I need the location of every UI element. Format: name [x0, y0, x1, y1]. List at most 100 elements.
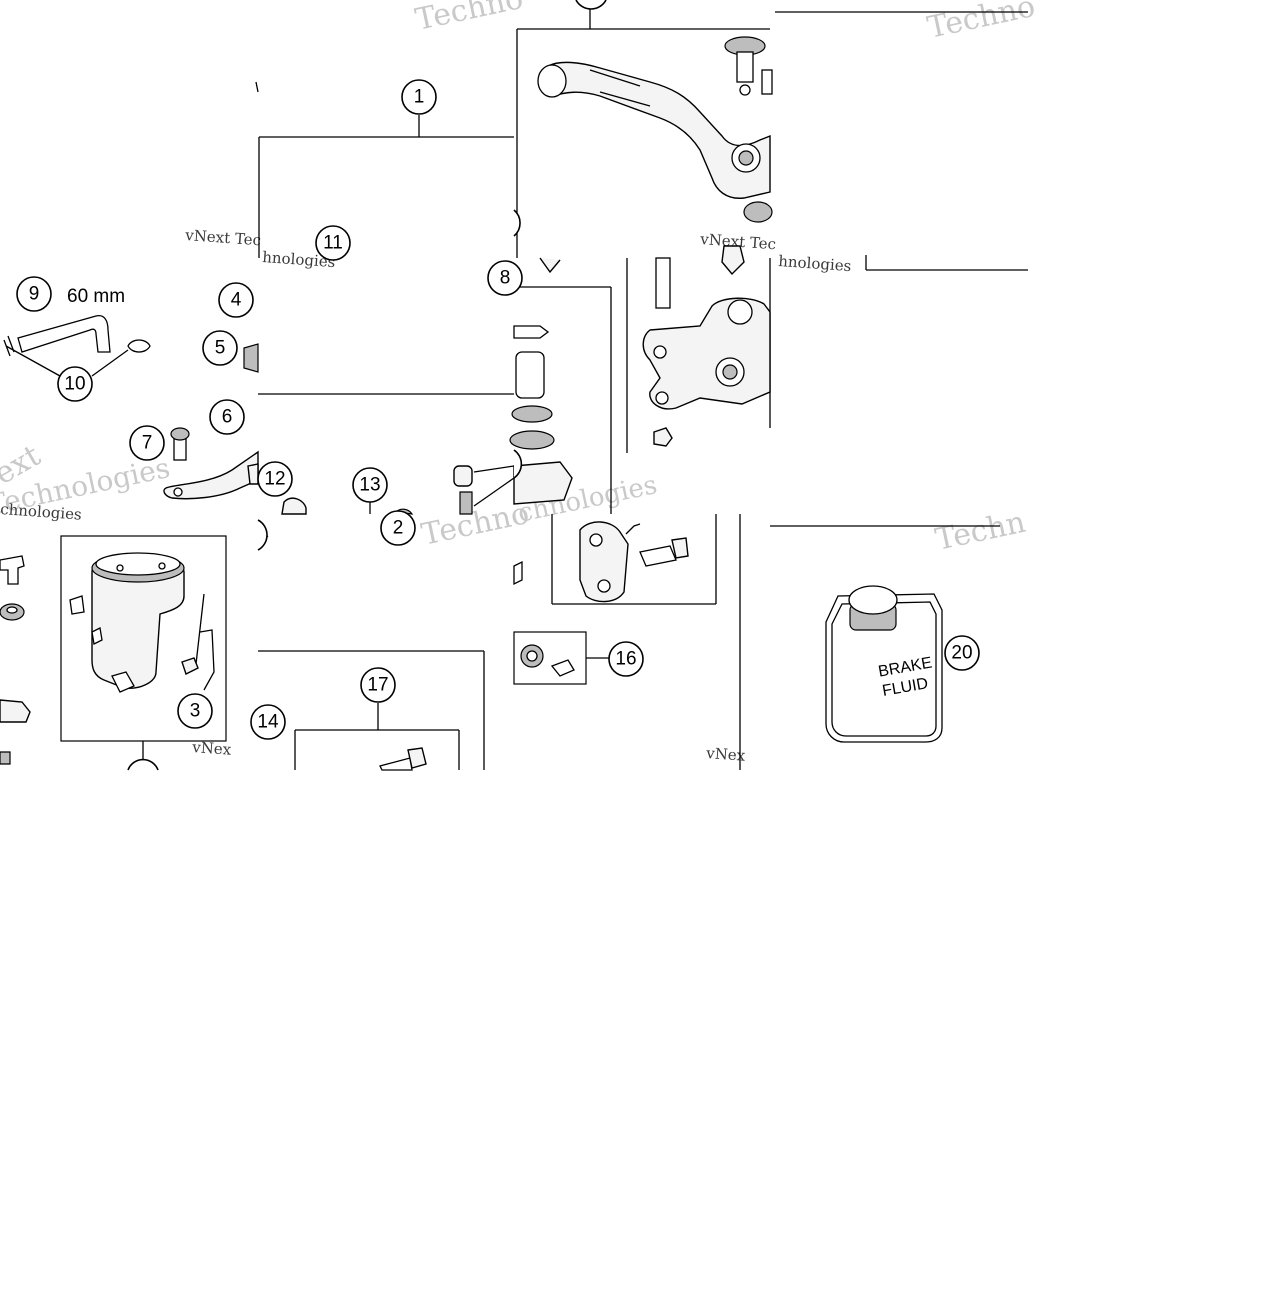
callout-number: 7 [142, 433, 153, 454]
callout-number: 17 [367, 675, 388, 696]
callout-circle [608, 641, 644, 677]
screw-head [170, 427, 190, 441]
pin [761, 69, 773, 95]
callout-circle [315, 225, 351, 261]
bolt [379, 757, 413, 771]
master-cylinder-tile [626, 257, 771, 453]
reservoir-tile [60, 535, 227, 770]
watermark: Techn [932, 505, 1028, 558]
nut [0, 751, 11, 765]
callout-14: 14 [250, 704, 286, 740]
hose [17, 314, 111, 353]
watermark: vNex [191, 738, 233, 759]
callout-4: 4 [218, 282, 254, 318]
reservoir-screw [195, 593, 205, 665]
small-parts-tile [163, 343, 259, 500]
ring [509, 430, 555, 450]
sleeve [515, 351, 545, 399]
callout-circle [209, 399, 245, 435]
callout-circle [202, 330, 238, 366]
callout-circle [16, 276, 52, 312]
callout-number: 14 [257, 712, 279, 733]
partial-callout-circle [127, 758, 159, 771]
leader-line [473, 477, 515, 507]
outlet-port-inner [722, 364, 738, 380]
watermark: hnologies [778, 252, 852, 275]
adjuster-stem [736, 51, 754, 83]
bracket-hole [173, 487, 183, 497]
reservoir-outlet [111, 671, 135, 693]
piston-rod [655, 257, 671, 309]
brake-fluid-can [825, 593, 943, 743]
leader-line [625, 523, 641, 535]
bolt-head [721, 245, 745, 276]
callout-circle [177, 693, 213, 729]
partial-callouts [127, 0, 607, 771]
callout-circle [380, 510, 416, 546]
callout-2: 2 [380, 510, 416, 546]
hose-tile: 60 mm [3, 286, 151, 377]
dimension-label: 60 mm [67, 286, 125, 307]
clamp-tile [513, 514, 741, 770]
tick-mark [255, 81, 259, 93]
watermark: Techno [412, 0, 526, 38]
partial-callout-circle [575, 0, 607, 10]
callout-7: 7 [129, 425, 165, 461]
mount-hole [655, 391, 669, 405]
callout-number: 11 [323, 233, 343, 254]
callout-number: 8 [500, 268, 511, 289]
callout-circle [401, 79, 437, 115]
watermark: vNext Tec [699, 230, 777, 253]
pin [513, 325, 550, 339]
nut [181, 657, 199, 675]
cap [453, 465, 473, 487]
fitting [247, 463, 259, 485]
lever-ridge [589, 69, 651, 107]
callout-number: 16 [615, 649, 636, 670]
callout-11: 11 [315, 225, 351, 261]
rubber-boot-inner [526, 650, 538, 662]
can-inner-edge [831, 601, 937, 737]
mount-hole [653, 345, 667, 359]
callout-8-stack [509, 286, 612, 514]
callout-circle [129, 425, 165, 461]
brake-fluid-tile: BRAKE FLUID [770, 525, 1000, 743]
callout-20: 20 [944, 635, 980, 671]
reservoir-port [727, 299, 753, 325]
reservoir-tab [69, 595, 85, 615]
hose-clamp [3, 335, 15, 357]
hose-clamp [127, 339, 151, 353]
clamp-hole [597, 579, 611, 593]
callout-17-tile [258, 650, 485, 771]
clamp-bolt-head [671, 537, 689, 559]
bleeder [459, 491, 473, 515]
callout-number: 10 [64, 374, 85, 395]
bracket [0, 699, 31, 723]
callout-5: 5 [202, 330, 238, 366]
watermark: chnologies [0, 500, 82, 524]
left-edge-parts [0, 535, 269, 765]
callout-circle [352, 467, 388, 503]
cap-screw [116, 564, 124, 572]
watermark: vNex [705, 744, 747, 765]
callout-number: 6 [222, 407, 233, 428]
callout-circle [360, 667, 396, 703]
watermark: Techno [924, 0, 1038, 46]
small-bolt [539, 257, 561, 274]
callout-3: 3 [177, 693, 213, 729]
leader-line [91, 349, 129, 377]
callout-10: 10 [57, 366, 93, 402]
cap-screw [158, 562, 166, 570]
middle-tile [258, 393, 515, 515]
callout-16: 16 [608, 641, 644, 677]
brake-lever [540, 61, 771, 199]
callout-number: 2 [393, 518, 404, 539]
pivot-bore-inner [738, 150, 754, 166]
clamp-bolt [639, 545, 677, 567]
callout-17: 17 [360, 667, 396, 703]
seal [243, 343, 259, 373]
bolt [0, 555, 25, 585]
callout-circle [944, 635, 980, 671]
